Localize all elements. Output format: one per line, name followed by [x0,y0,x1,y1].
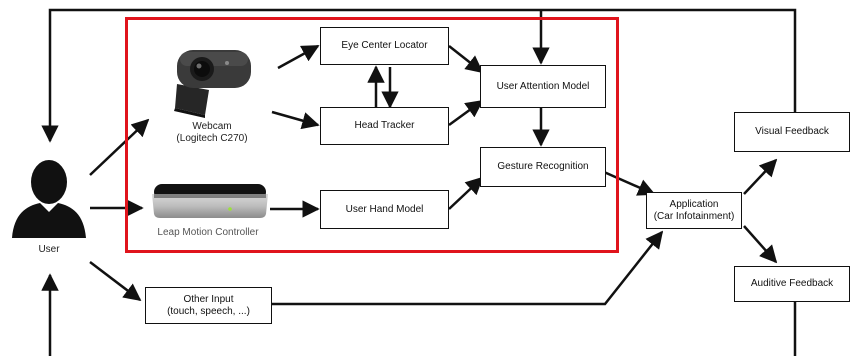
visual-feedback-label: Visual Feedback [755,126,829,138]
head-tracker-label: Head Tracker [354,120,414,132]
application-subtitle: (Car Infotainment) [654,211,735,223]
other-input-title: Other Input [183,294,233,306]
other-input-subtitle: (touch, speech, ...) [167,306,250,318]
application-to-visual-arrow [744,160,776,194]
leap-motion-caption: Leap Motion Controller [150,227,266,239]
auditive-feedback-label: Auditive Feedback [751,278,833,290]
eye-center-locator-box: Eye Center Locator [320,27,449,65]
webcam-caption: Webcam (Logitech C270) [160,121,264,145]
application-to-auditive-arrow [744,226,776,262]
visual-feedback-box: Visual Feedback [734,112,850,152]
user-label: User [8,244,90,256]
eye-center-locator-label: Eye Center Locator [341,40,427,52]
application-title: Application [670,199,719,211]
gesture-recognition-label: Gesture Recognition [497,161,588,173]
user-icon [8,158,90,238]
user-attention-model-box: User Attention Model [480,65,606,108]
webcam-caption-title: Webcam [160,121,264,133]
webcam-caption-model: (Logitech C270) [160,133,264,145]
user-hand-model-box: User Hand Model [320,190,449,229]
user-to-other-input-arrow [90,262,140,300]
other-input-box: Other Input (touch, speech, ...) [145,287,272,324]
leap-motion-device-icon [148,180,272,224]
user-attention-model-label: User Attention Model [497,81,590,93]
user-hand-model-label: User Hand Model [346,204,424,216]
auditive-feedback-box: Auditive Feedback [734,266,850,302]
webcam-icon [165,44,257,120]
head-tracker-box: Head Tracker [320,107,449,145]
gesture-recognition-box: Gesture Recognition [480,147,606,187]
application-box: Application (Car Infotainment) [646,192,742,229]
